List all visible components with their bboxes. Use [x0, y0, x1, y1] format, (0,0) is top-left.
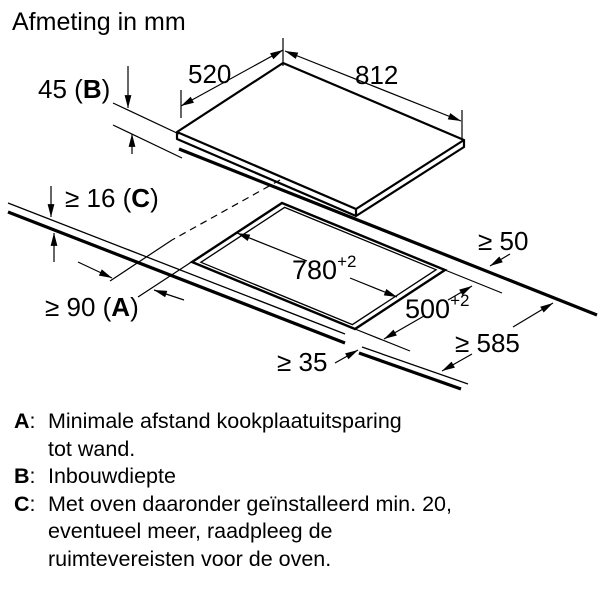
- wall-projection-solid: [109, 239, 173, 282]
- dim-label-50: ≥ 50: [478, 226, 528, 256]
- worktop-front-thin-right: [361, 346, 469, 385]
- dim-label-500: 500+2: [405, 291, 469, 324]
- legend-line: eventueel meer, raadpleeg de: [48, 519, 333, 543]
- legend-row-a: A: Minimale afstand kookplaatuitsparing …: [14, 408, 589, 463]
- dim-line-520: [180, 49, 284, 107]
- dim-label-16-c: ≥ 16 (C): [65, 183, 159, 213]
- dim-leader-35: [334, 349, 359, 364]
- dimension-labels: 520 812 45 (B) ≥ 16 (C) ≥ 90 (A) 780+2 5…: [38, 59, 528, 377]
- dim-leader-50: [489, 253, 511, 267]
- worktop-front-thick-left: [7, 210, 346, 345]
- cutout-left-extension: [137, 258, 197, 298]
- dim-label-585: ≥ 585: [455, 328, 520, 358]
- legend-line: tot wand.: [48, 436, 136, 461]
- dim-line-780-seg2: [349, 277, 398, 298]
- dim-line-812: [284, 50, 462, 122]
- legend-row-b: B: Inbouwdiepte: [14, 463, 589, 491]
- dim-arrow-90-right: [153, 289, 185, 301]
- legend-line: ruimtevereisten voor de oven.: [48, 546, 332, 571]
- dimension-lines: [47, 49, 554, 372]
- dim-leader-585-right: [512, 302, 554, 328]
- dim-label-45-b: 45 (B): [38, 74, 110, 104]
- cutout-right-extension: [444, 269, 503, 294]
- dim-arrow-90-left: [77, 261, 113, 279]
- wall-projection-dashed: [171, 179, 281, 241]
- dim-label-520: 520: [188, 59, 231, 89]
- dim-label-812: 812: [355, 60, 398, 90]
- depth-b-upper-line: [112, 102, 180, 135]
- depth-b-lower-line: [112, 124, 183, 159]
- diagram-title: Afmeting in mm: [12, 8, 186, 36]
- wall-line: [178, 147, 598, 317]
- legend-line: Met oven daaronder geïnstalleerd min. 20…: [48, 491, 452, 516]
- worktop-edges: [7, 147, 598, 391]
- cutout-bottom-extension: [354, 328, 411, 352]
- legend: A: Minimale afstand kookplaatuitsparing …: [14, 408, 589, 573]
- dim-line-500-seg1: [383, 315, 425, 340]
- dim-line-780-seg1: [236, 232, 308, 262]
- extension-lines: [109, 38, 503, 352]
- worktop-front-thin-left: [7, 202, 346, 335]
- legend-key-c: C:: [14, 491, 36, 516]
- legend-text-a: Minimale afstand kookplaatuitsparing tot…: [48, 408, 589, 463]
- dim-label-35: ≥ 35: [277, 347, 327, 377]
- dim-line-500-seg2: [447, 285, 473, 301]
- dimension-diagram: Afmeting in mm: [7, 8, 598, 391]
- legend-key-a: A:: [14, 409, 36, 433]
- legend-text-b: Inbouwdiepte: [48, 463, 589, 491]
- worktop-front-thick-right: [358, 351, 462, 391]
- legend-line: Minimale afstand kookplaatuitsparing: [48, 409, 402, 433]
- dim-label-780: 780+2: [292, 252, 356, 285]
- legend-text-c: Met oven daaronder geïnstalleerd min. 20…: [48, 491, 589, 574]
- legend-row-c: C: Met oven daaronder geïnstalleerd min.…: [14, 491, 589, 574]
- cooktop-side-faces: [175, 132, 466, 218]
- dim-label-90-a: ≥ 90 (A): [45, 292, 139, 322]
- legend-key-b: B:: [14, 464, 36, 488]
- cutout-inner: [199, 206, 438, 326]
- dim-leader-585-left: [441, 353, 473, 372]
- legend-line: Inbouwdiepte: [48, 464, 176, 488]
